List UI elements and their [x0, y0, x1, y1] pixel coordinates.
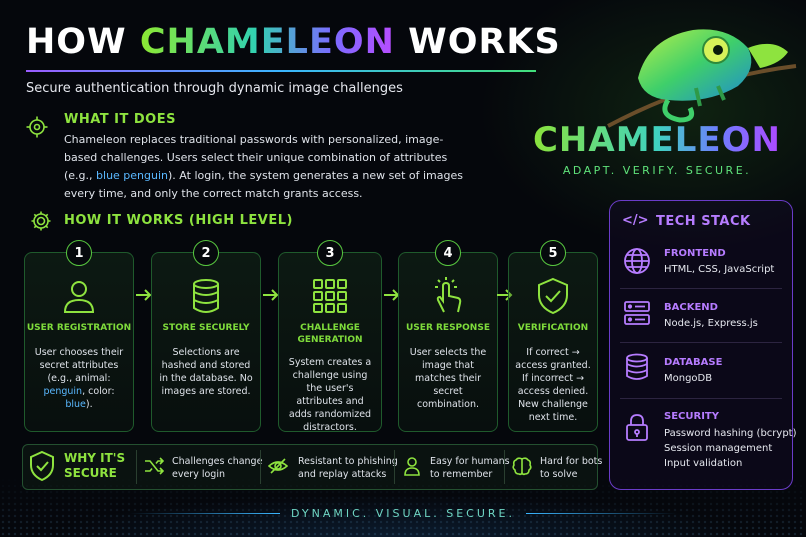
tech-item-name: BACKEND: [664, 302, 718, 313]
divider: [620, 342, 782, 343]
logo-tagline: ADAPT. VERIFY. SECURE.: [562, 164, 752, 177]
title-underline: [26, 70, 536, 72]
step-number: 3: [317, 240, 343, 266]
step-number: 1: [66, 240, 92, 266]
step-body: System creates a challenge using the use…: [288, 357, 372, 433]
tech-item-value: Password hashing (bcrypt): [664, 428, 797, 439]
tech-item-name: FRONTEND: [664, 248, 726, 259]
server-icon: [624, 301, 650, 325]
shield-check-icon: [30, 450, 54, 482]
shield-check-icon: [538, 277, 568, 315]
background-dots: [0, 477, 806, 537]
step-card: [151, 252, 261, 432]
footer-tagline: DYNAMIC. VISUAL. SECURE.: [291, 507, 515, 520]
step-number: 4: [435, 240, 461, 266]
footer-line-left: [130, 513, 280, 514]
step-body: User selects the image that matches thei…: [409, 347, 487, 410]
arrow-right-icon: [263, 289, 279, 301]
step-body: Selections are hashed and stored in the …: [159, 347, 253, 397]
logo-wordmark: CHAMELEON: [532, 120, 782, 160]
page-title: HOW CHAMELEON WORKS: [26, 22, 561, 62]
why-secure-panel: [22, 444, 598, 490]
step-body: User chooses their secret attributes (e.…: [34, 347, 124, 410]
database-icon: [626, 353, 648, 380]
page-subtitle: Secure authentication through dynamic im…: [26, 81, 403, 96]
step-title: USER RESPONSE: [406, 323, 490, 333]
how-it-works-heading: HOW IT WORKS (HIGH LEVEL): [64, 213, 293, 228]
divider: [394, 450, 395, 484]
tech-item-value: HTML, CSS, JavaScript: [664, 264, 775, 275]
step-card: [508, 252, 598, 432]
what-it-does-body: Chameleon replaces traditional passwords…: [64, 133, 463, 200]
step-number: 5: [540, 240, 566, 266]
tech-stack-heading: TECH STACK: [656, 214, 751, 229]
person-icon: [404, 457, 420, 476]
tap-hand-icon: [435, 277, 462, 313]
footer-line-right: [526, 513, 676, 514]
chameleon-illustration: [607, 29, 797, 128]
eye-off-icon: [268, 458, 288, 474]
globe-icon: [624, 248, 650, 274]
step-title: USER REGISTRATION: [26, 323, 132, 333]
step-body: If correct → access granted. If incorrec…: [515, 347, 591, 423]
gear-icon: [31, 211, 51, 231]
tech-item-value: Node.js, Express.js: [664, 318, 758, 329]
step-card: [24, 252, 134, 432]
tech-item-name: SECURITY: [664, 411, 719, 422]
shuffle-icon: [145, 457, 164, 475]
tech-item-name: DATABASE: [664, 357, 723, 368]
step-number: 2: [193, 240, 219, 266]
tech-stack-panel: [609, 200, 793, 490]
tech-item-value: MongoDB: [664, 373, 713, 384]
code-icon: </>: [622, 213, 649, 228]
divider: [260, 450, 261, 484]
divider: [136, 450, 137, 484]
what-it-does-heading: WHAT IT DOES: [64, 112, 176, 127]
target-icon: [26, 116, 48, 138]
step-title: STORE SECURELY: [162, 323, 250, 333]
brain-icon: [512, 457, 532, 476]
database-icon: [193, 279, 219, 313]
arrow-right-icon: [136, 289, 152, 301]
divider: [620, 398, 782, 399]
user-icon: [63, 281, 95, 313]
step-card: [398, 252, 498, 432]
step-title: VERIFICATION: [517, 323, 589, 333]
lock-icon: [626, 414, 648, 441]
divider: [504, 450, 505, 484]
grid-icon: [313, 279, 347, 313]
divider: [620, 288, 782, 289]
tech-item-value: Session management: [664, 443, 773, 454]
tech-item-value: Input validation: [664, 458, 743, 469]
